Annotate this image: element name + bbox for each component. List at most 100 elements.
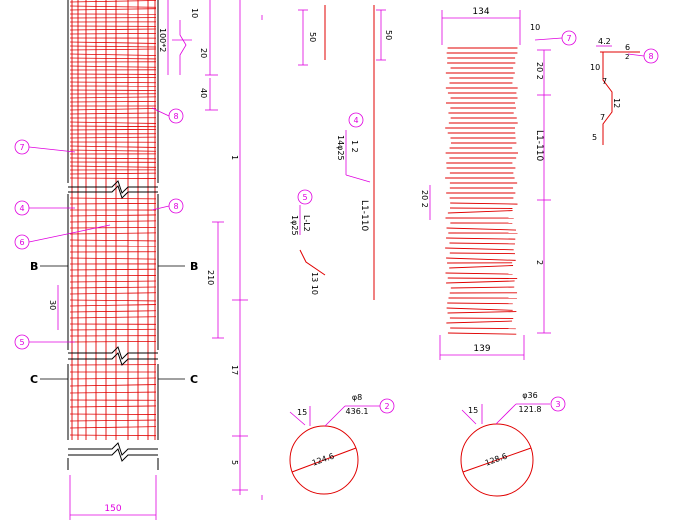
- cage-dim-mid: L1-110: [534, 130, 544, 161]
- stirrup-line: [69, 268, 157, 271]
- spiral-right-length: 121.8: [519, 405, 542, 414]
- dim-17: 17: [230, 365, 239, 375]
- stirrup-line: [69, 101, 157, 103]
- stirrup-line: [69, 328, 157, 331]
- hook-spec: 2: [625, 53, 629, 61]
- cage-hoop-line: [446, 257, 516, 261]
- stirrup-line: [69, 310, 157, 313]
- cage-hoop-line: [446, 307, 513, 311]
- cage-hoop-line: [447, 311, 517, 314]
- stirrup-line: [69, 304, 157, 307]
- stirrup-line: [69, 419, 157, 422]
- cage-hoop-line: [445, 272, 513, 275]
- stirrup-line: [69, 65, 157, 68]
- stirrup-line: [69, 125, 157, 128]
- bar-details: 50 50 4 14φ25 1 2 L1-110 5 1φ25 L-L2 13 …: [290, 5, 393, 300]
- cage-hoop-line: [450, 286, 515, 289]
- stirrup-line: [69, 45, 157, 48]
- stirrup-line: [69, 77, 157, 79]
- dim-50b: 50: [384, 30, 393, 40]
- stirrup-line: [69, 377, 157, 380]
- cage-hoop-line: [447, 277, 518, 280]
- stirrup-line: [69, 239, 157, 242]
- dim-1: 1: [230, 155, 239, 160]
- dim-150: 150: [104, 504, 121, 514]
- spiral-left-length: 436.1: [346, 407, 369, 416]
- stirrup-line: [69, 341, 157, 343]
- hook-dim-a: 4.2: [598, 37, 611, 46]
- dim-40: 40: [199, 88, 208, 98]
- spiral-right-callout: 3: [555, 400, 560, 409]
- cage-dim-left: 20 2: [420, 190, 429, 208]
- cage-hoop-line: [446, 280, 515, 284]
- stirrup-line: [69, 292, 157, 295]
- cage-hoop-line: [450, 327, 516, 330]
- stirrup-line: [69, 128, 157, 131]
- cage-hoop-line: [449, 252, 516, 255]
- stirrup-line: [69, 413, 157, 415]
- pile-elevation: 150 10 100*2 20 40 210 30 B B C C: [14, 0, 224, 520]
- stirrup-line: [69, 299, 157, 302]
- cage-bottom-width: 139: [473, 344, 490, 354]
- stirrup-line: [69, 202, 157, 205]
- stirrup-line: [69, 434, 157, 437]
- callout-4: 4: [19, 204, 24, 213]
- cage-detail: 134 139 10 7 20 2 L1-110 2 20 2: [420, 7, 577, 360]
- cage-hoop-line: [446, 227, 517, 231]
- bar4-spec: 14φ25: [336, 135, 345, 161]
- stirrup-line: [69, 81, 157, 84]
- cage-top-width: 134: [472, 7, 489, 17]
- stirrup-line: [69, 227, 157, 229]
- cage-callout-7: 7: [566, 34, 571, 43]
- hook-detail: 4.2 6 2 8 10 7 12 7 5: [590, 37, 659, 145]
- stirrup-line: [69, 177, 157, 179]
- cage-hoop-line: [445, 247, 514, 251]
- bar4-length: 1 2: [350, 140, 359, 153]
- dim-10: 10: [190, 8, 199, 18]
- cage-hoop-line: [446, 237, 516, 240]
- dim-30: 30: [48, 300, 57, 310]
- spiral-ring-right: φ36 121.8 3 15 128.6: [460, 391, 566, 497]
- stirrup-line: [69, 257, 157, 260]
- cage-hoop-line: [449, 265, 514, 269]
- stirrup-line: [69, 48, 157, 51]
- bar5-spec: 1φ25: [290, 215, 299, 236]
- dim-20: 20: [199, 48, 208, 58]
- stirrup-line: [69, 28, 157, 31]
- callout-6: 6: [19, 238, 24, 247]
- stirrup-line: [69, 8, 157, 11]
- spiral-right-diameter: 128.6: [484, 452, 509, 468]
- callout-7: 7: [19, 143, 24, 152]
- stirrup-line: [69, 426, 157, 429]
- spiral-left-overlap: 15: [297, 408, 307, 417]
- section-b-left: B: [30, 260, 38, 273]
- hook-dim-b: 6: [625, 43, 630, 52]
- stirrup-line: [69, 57, 157, 60]
- stirrup-line: [69, 165, 157, 168]
- stirrup-line: [69, 121, 157, 124]
- stirrup-line: [69, 391, 157, 394]
- hook-dim-12: 12: [612, 98, 621, 108]
- cage-dim-top: 20 2: [535, 62, 544, 80]
- bar5-callout: 5: [302, 193, 307, 202]
- hook-callout-8: 8: [648, 52, 653, 61]
- stirrup-line: [69, 280, 157, 283]
- section-b-right: B: [190, 260, 198, 273]
- cage-hoop-line: [449, 242, 515, 245]
- stirrup-line: [69, 149, 157, 152]
- cage-hoop-line: [447, 302, 513, 305]
- hook-dim-10: 10: [590, 63, 600, 72]
- stirrup-line: [69, 286, 157, 289]
- stirrup-line: [69, 145, 157, 148]
- stirrup-line: [69, 232, 157, 235]
- bar5-length: L-L2: [302, 215, 311, 232]
- hook-dim-7b: 7: [600, 113, 605, 122]
- cage-hoop-line: [449, 207, 513, 209]
- spiral-left-spec: φ8: [352, 393, 362, 402]
- spiral-left-diameter: 124.6: [311, 452, 336, 468]
- stirrup-line: [69, 197, 157, 200]
- stirrup-line: [69, 172, 157, 175]
- section-c-right: C: [190, 373, 198, 386]
- hook-dim-5: 5: [592, 133, 597, 142]
- spiral-ring-left: φ8 436.1 2 15 124.6: [289, 393, 395, 495]
